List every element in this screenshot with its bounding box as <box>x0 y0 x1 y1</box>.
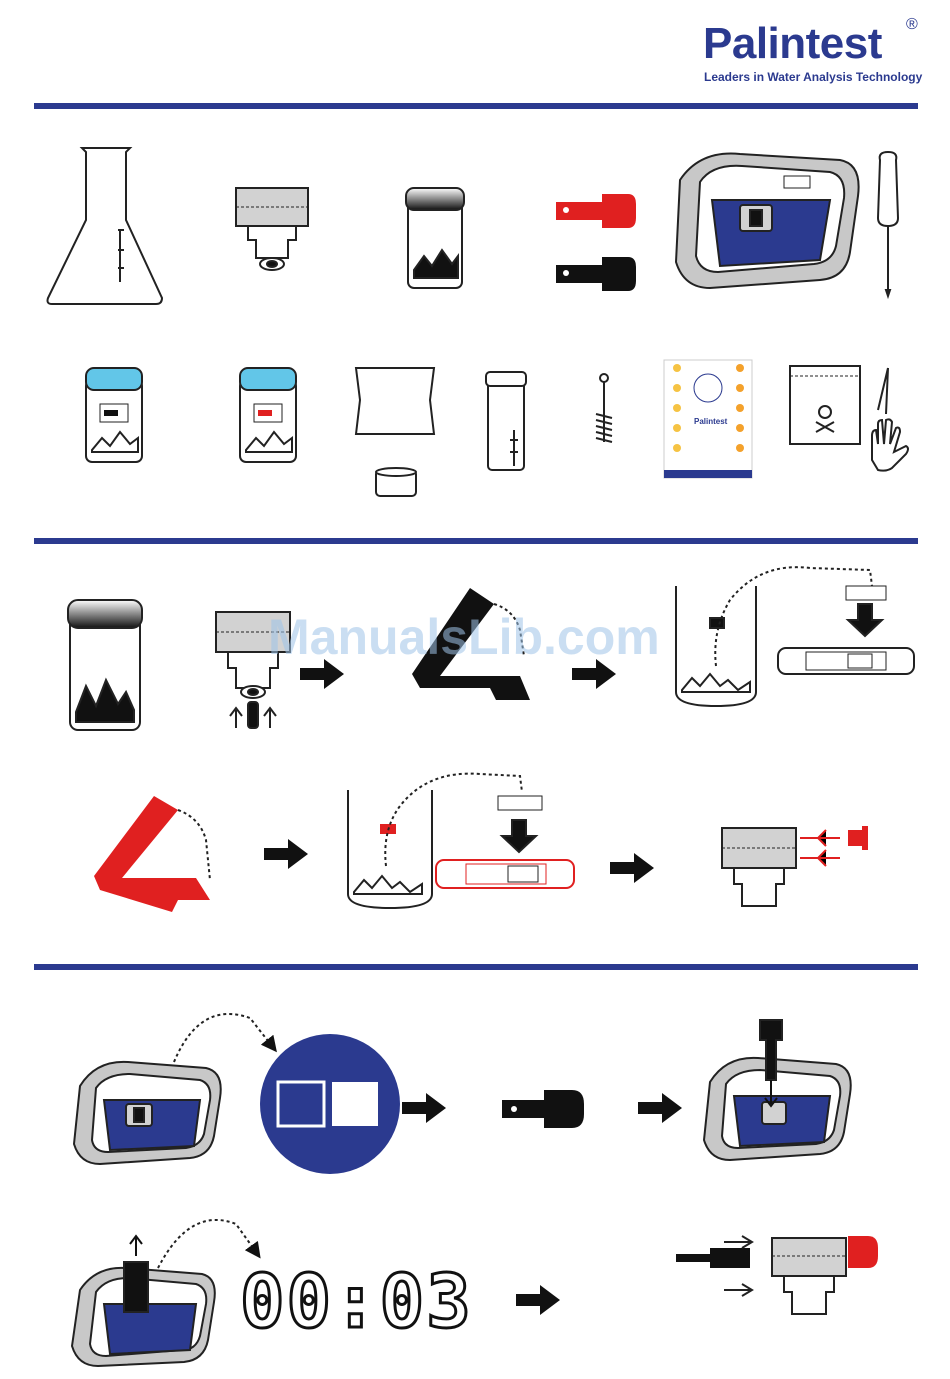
red-key-disposal-jar-icon <box>348 774 574 908</box>
black-tablet-jar-icon <box>406 188 464 288</box>
flask-icon <box>48 148 163 304</box>
red-key-eject-tool-icon <box>94 796 210 912</box>
kit-card-brand: Palintest <box>694 417 728 426</box>
display-zoom-icon <box>260 1034 400 1174</box>
arrow-right-icon <box>610 853 654 883</box>
tweezers-icon <box>878 368 888 414</box>
timer-display: 00:03 <box>240 1265 473 1339</box>
black-key-disposal-jar-icon <box>676 567 914 706</box>
holder-red-key-insert-icon <box>722 826 868 906</box>
photometer-instrument-icon <box>676 154 859 288</box>
black-tablet-jar-large-icon <box>68 600 142 730</box>
blue-cap-jar-black-icon <box>86 368 142 462</box>
arrow-right-icon <box>516 1285 560 1315</box>
arrow-right-icon <box>402 1093 446 1123</box>
arrow-right-icon <box>638 1093 682 1123</box>
red-key-icon <box>556 194 636 228</box>
glove-icon <box>872 419 908 470</box>
photometer-insert-key-icon <box>704 1020 851 1160</box>
black-key-icon <box>502 1090 584 1128</box>
holder-black-key-insert-icon <box>676 1236 878 1314</box>
dotted-arrow-icon <box>174 1014 272 1062</box>
sample-tube-icon <box>486 372 526 470</box>
colour-chart-card-icon: Palintest <box>664 360 752 478</box>
blue-cap-jar-red-icon <box>240 368 296 462</box>
sachet-icon <box>356 368 434 496</box>
brush-icon <box>596 374 612 442</box>
arrow-right-icon <box>264 839 308 869</box>
photometer-small-icon <box>74 1062 221 1164</box>
watermark: ManualsLib.com <box>268 608 660 666</box>
photometer-remove-key-icon <box>72 1236 215 1366</box>
hazard-bag-icon <box>790 366 860 444</box>
screwdriver-icon <box>878 152 898 296</box>
black-key-icon <box>556 257 636 291</box>
holder-icon <box>236 188 308 270</box>
